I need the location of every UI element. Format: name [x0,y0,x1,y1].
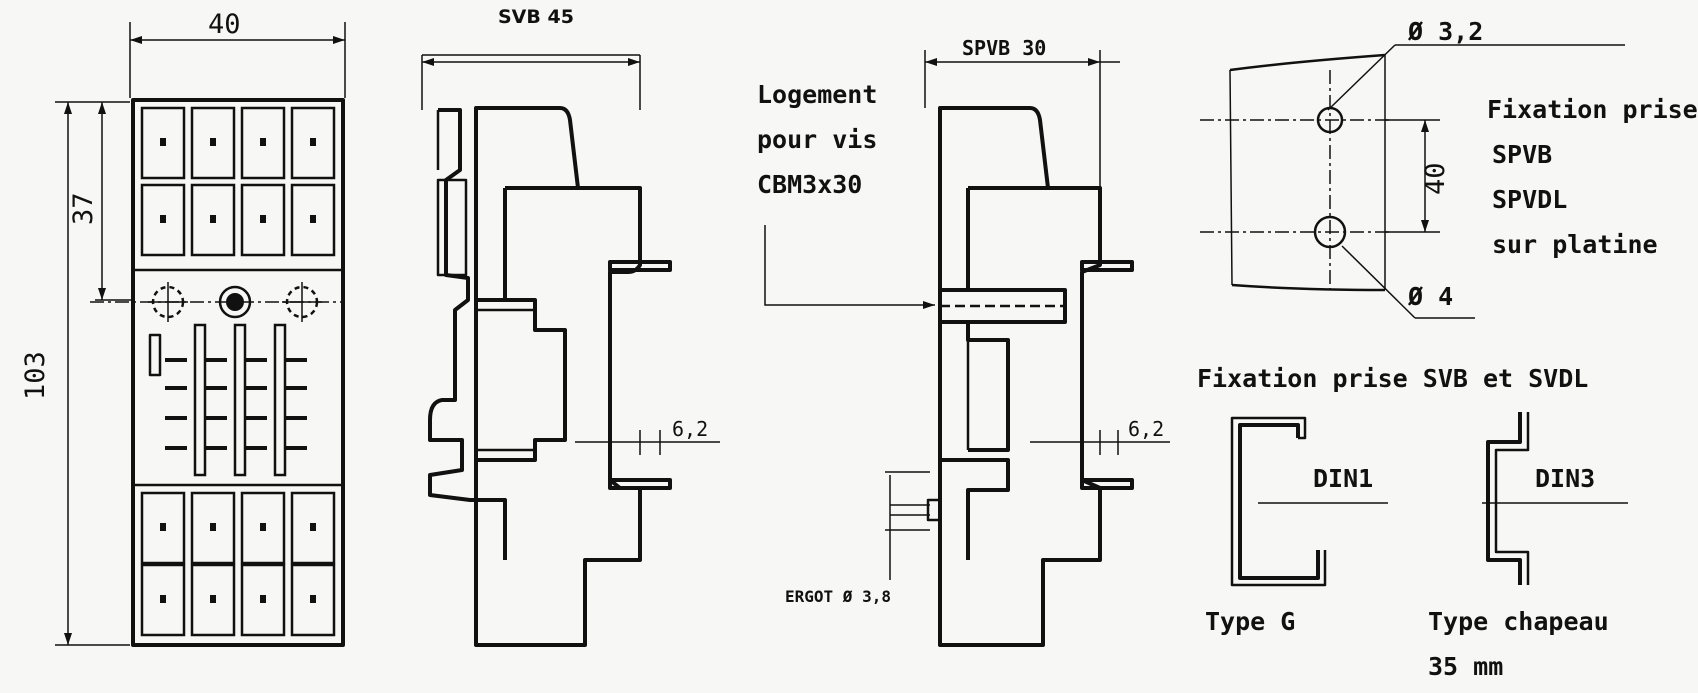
din-rails: Fixation prise SVB et SVDL DIN1 Type G D… [1197,364,1628,681]
terminal-pin [160,523,166,531]
fixing-plate: Ø 3,2 Ø 4 40 Fixation prise SPVB SPVDL s… [1200,17,1698,319]
terminal-pin [310,215,316,223]
rail-type-chapeau [1486,412,1522,585]
hole-large [1313,215,1347,249]
terminal-pin [160,138,166,146]
width-dimension: 40 [208,9,241,40]
screw-label-line-2: pour vis [757,125,877,154]
terminal-pin [260,215,266,223]
type-chapeau-label-2: 35 mm [1428,652,1503,681]
terminal-pin [210,595,216,603]
rail-type-g [1238,423,1320,580]
terminal-pin [160,215,166,223]
contact-bar [233,323,247,477]
terminal-pin [310,595,316,603]
contact-bar [193,323,207,477]
front-view: 40 103 37 [20,9,346,647]
screw-label-line-1: Logement [757,80,877,109]
type-g-label: Type G [1205,607,1295,636]
mounting-hole-center [218,285,252,319]
socket-body [131,98,345,647]
terminal-pin [260,523,266,531]
top-dimension: SPVB 30 [962,36,1046,60]
upper-dimension: 37 [68,192,99,225]
rails-heading: Fixation prise SVB et SVDL [1197,364,1588,393]
din1-label: DIN1 [1313,464,1373,493]
type-chapeau-label-1: Type chapeau [1428,607,1609,636]
terminal-pin [310,523,316,531]
plate-caption-line-1: Fixation prise [1487,95,1698,124]
plate-caption-line-2: SPVB [1492,140,1552,169]
terminal-pin [260,138,266,146]
height-dimension: 103 [20,351,51,400]
terminal-pin [310,138,316,146]
terminal-pin [210,523,216,531]
offset-dimension-left: 6,2 [672,417,708,441]
contact-bar [273,323,287,477]
hole-large-label: Ø 4 [1407,282,1453,311]
plate-caption-line-4: sur platine [1492,230,1658,259]
offset-dimension-right: 6,2 [1128,417,1164,441]
terminal-pin [160,595,166,603]
hole-small-label: Ø 3,2 [1407,17,1483,46]
plate-caption-line-3: SPVDL [1492,185,1567,214]
side-view-right: SPVB 30 Logement pour vis CBM3x30 ERGOT … [757,36,1170,647]
din3-label: DIN3 [1535,464,1595,493]
side-view-left: 6,2 [421,54,720,647]
terminal-pin [260,595,266,603]
hole-spacing: 40 [1420,162,1451,195]
terminal-pin [210,215,216,223]
screw-label-line-3: CBM3x30 [757,170,862,199]
drawing-title: SVB 45 [498,6,574,28]
ergot-label: ERGOT Ø 3,8 [785,587,891,606]
terminal-pin [210,138,216,146]
